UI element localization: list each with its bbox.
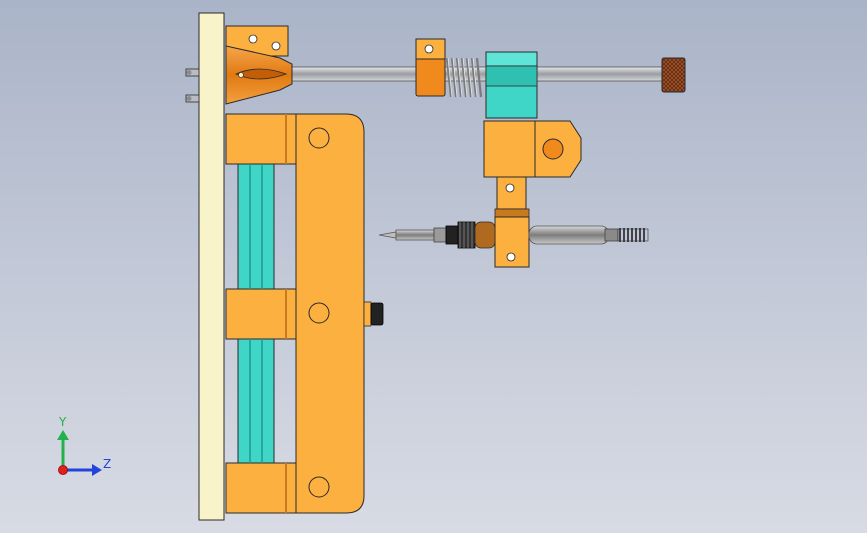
soldering-iron[interactable] [378,221,649,249]
spring [445,57,483,98]
x-axis-dot-icon [58,465,68,475]
z-axis-arrow-icon [92,464,102,476]
main-bracket[interactable] [225,113,384,514]
linear-guide-rails [237,163,275,464]
cone-mount[interactable] [225,25,293,105]
mounting-bolts [185,68,200,103]
slide-block[interactable] [483,51,582,268]
y-axis-label: Y [58,415,67,429]
knurled-knob[interactable] [661,57,686,93]
base-plate[interactable] [198,12,225,521]
rod-collar[interactable] [415,38,446,97]
z-axis-label: Z [103,457,111,471]
coordinate-triad: Y Z [57,415,111,476]
y-axis-arrow-icon [57,430,69,440]
